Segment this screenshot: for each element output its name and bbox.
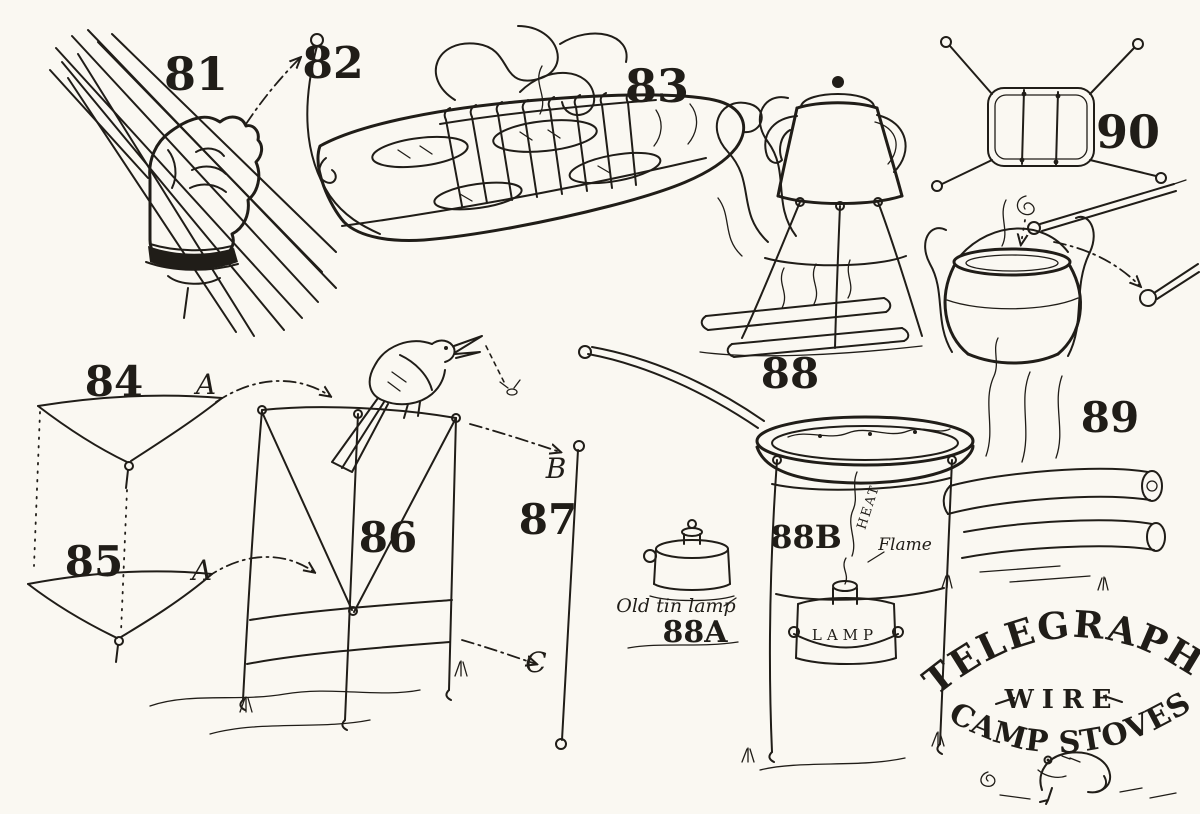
caption-pointer	[723, 597, 737, 607]
figure-83-label: 83	[625, 59, 689, 113]
figure-85-wire-triangle: 85 A	[27, 537, 314, 663]
point-a-upper: A	[193, 368, 216, 401]
figure-86-wire-stand: 86	[239, 335, 560, 731]
coffee-pot	[764, 76, 907, 205]
frying-pan	[755, 415, 975, 485]
wire-bundle	[49, 29, 337, 337]
figure-88b-pan-over-lamp: HEAT Flame LAMP 88B	[578, 345, 975, 763]
ground-texture	[149, 641, 1177, 800]
plank	[316, 93, 746, 242]
figure-88-coffeepot-tripod: 88	[699, 76, 923, 398]
hooked-stick	[1027, 179, 1187, 235]
fly	[499, 379, 521, 396]
figure-90-wire-grate: 90	[931, 36, 1167, 244]
title-lettering: TELEGRAPH WIRE CAMP STOVES	[914, 602, 1200, 761]
flame-pointer	[867, 551, 885, 563]
smoke-swirls	[715, 96, 797, 257]
smoke-swirls	[435, 25, 628, 116]
triangle-wire	[37, 394, 223, 489]
wire-loop-detail	[1139, 263, 1200, 307]
figure-88-label: 88	[761, 349, 819, 398]
figure-85-label: 85	[65, 537, 123, 586]
figure-88a-old-tin-lamp: Old tin lamp 88A	[616, 519, 737, 650]
tin-lamp	[643, 519, 735, 602]
guide-86-to-b	[469, 423, 560, 452]
title-flourish	[995, 695, 1123, 705]
snail-ornament	[980, 771, 996, 787]
frog	[1037, 751, 1112, 805]
point-c: C	[525, 646, 546, 679]
figure-82-wire-skewer: 82	[302, 33, 381, 235]
foreground-details	[149, 641, 1177, 805]
guide-84-to-86	[215, 380, 330, 403]
wire-loop-bottom	[555, 738, 567, 750]
figure-83-plank-cooking: 83	[316, 25, 746, 242]
wire-shaft	[561, 449, 579, 741]
point-a-lower: A	[189, 554, 212, 587]
heat-squiggle	[850, 471, 858, 557]
tripod-legs	[741, 197, 923, 349]
guide-86-to-c	[461, 639, 536, 664]
fire-logs	[941, 467, 1166, 591]
lamp-label: LAMP	[812, 626, 878, 644]
figure-89-kettle-over-fire: 89	[924, 179, 1200, 591]
wire-pins	[439, 90, 657, 207]
flame-label: Flame	[877, 535, 932, 555]
figure-89-label: 89	[1081, 393, 1139, 442]
guide-85-to-86	[205, 556, 314, 579]
guide-dotted-left	[33, 411, 41, 567]
crow	[331, 335, 483, 473]
wire-loop-top	[573, 440, 585, 452]
figure-86-label: 86	[359, 513, 417, 562]
figure-81-hand-with-wire-bundle: 81	[49, 29, 337, 337]
flames-and-smoke	[924, 199, 1095, 463]
old-tin-lamp-caption: Old tin lamp	[616, 595, 735, 617]
fish-fillets	[371, 119, 662, 211]
stand-wires	[239, 405, 461, 731]
figure-84-wire-triangle: 84 A	[33, 357, 330, 633]
kettle	[943, 227, 1082, 365]
pan-handle	[578, 345, 765, 429]
spirit-lamp	[788, 557, 904, 665]
guide-90-to-89	[1021, 219, 1025, 244]
point-b: B	[545, 452, 567, 485]
grate-frame	[987, 87, 1095, 167]
title-line-wire: WIRE	[1004, 685, 1120, 715]
guide-81-to-82	[245, 58, 300, 125]
figure-90-label: 90	[1096, 105, 1160, 159]
figure-81-label: 81	[164, 47, 228, 101]
hand	[145, 115, 264, 319]
grate-legs	[931, 36, 1167, 192]
campfire	[699, 259, 923, 358]
figure-82-label: 82	[302, 38, 363, 89]
figure-87-straight-wire: 87 B C	[519, 440, 585, 750]
figure-88b-label: 88B	[770, 518, 842, 556]
guide-crow-to-fly	[485, 345, 506, 385]
figure-87-label: 87	[519, 495, 577, 544]
spiral-ornament	[1016, 195, 1035, 216]
triangle-wire	[27, 570, 213, 663]
guide-dotted-apex	[120, 489, 128, 633]
figure-84-label: 84	[85, 357, 143, 406]
guide-89-to-loop	[1053, 241, 1140, 286]
